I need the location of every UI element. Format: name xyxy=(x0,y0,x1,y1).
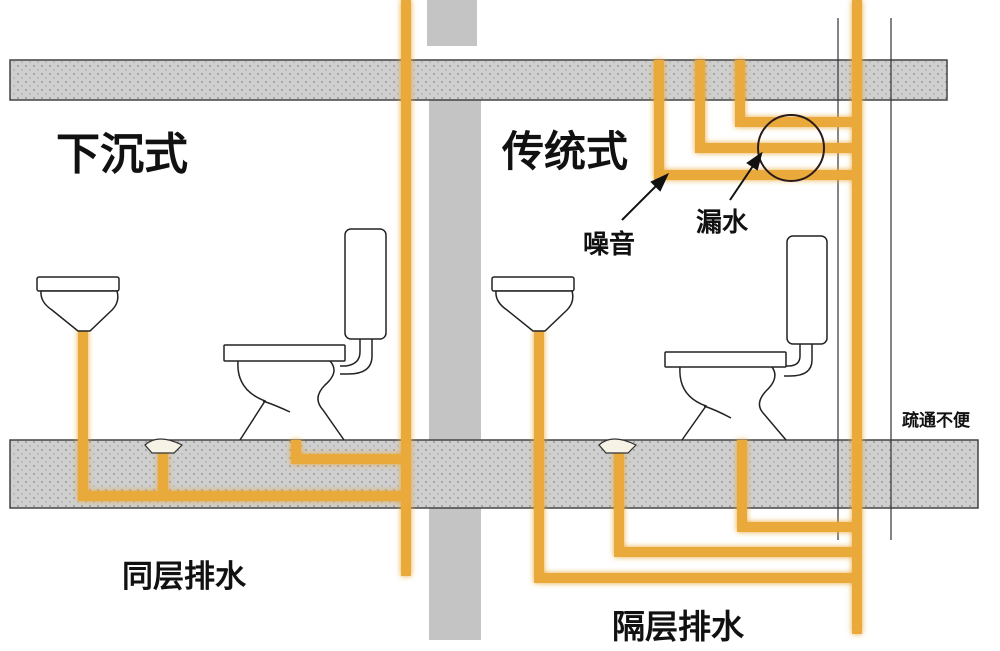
left-floor-drain xyxy=(144,438,184,454)
annotation-hard-to-clear: 疏通不便 xyxy=(902,411,970,431)
right-washbasin xyxy=(491,276,575,332)
right-drain-pipes xyxy=(534,0,862,634)
concrete-column-upper xyxy=(427,0,477,46)
annotation-noise: 噪音 xyxy=(583,230,636,260)
caption-separate-floor-drainage: 隔层排水 xyxy=(612,607,744,646)
caption-same-floor-drainage: 同层排水 xyxy=(122,559,246,595)
leak-highlight-circle xyxy=(757,114,825,182)
upper-floor-slab xyxy=(9,59,948,101)
annotation-leak: 漏水 xyxy=(696,208,749,238)
right-floor-drain xyxy=(598,438,638,454)
title-sunken: 下沉式 xyxy=(56,129,188,180)
left-toilet xyxy=(223,228,387,441)
concrete-column xyxy=(429,100,481,640)
noise-arrow xyxy=(621,172,670,221)
leak-arrow xyxy=(729,151,763,201)
right-toilet xyxy=(664,235,828,441)
left-drain-pipes xyxy=(78,0,411,576)
title-traditional: 传统式 xyxy=(502,127,629,176)
left-washbasin xyxy=(36,276,120,332)
